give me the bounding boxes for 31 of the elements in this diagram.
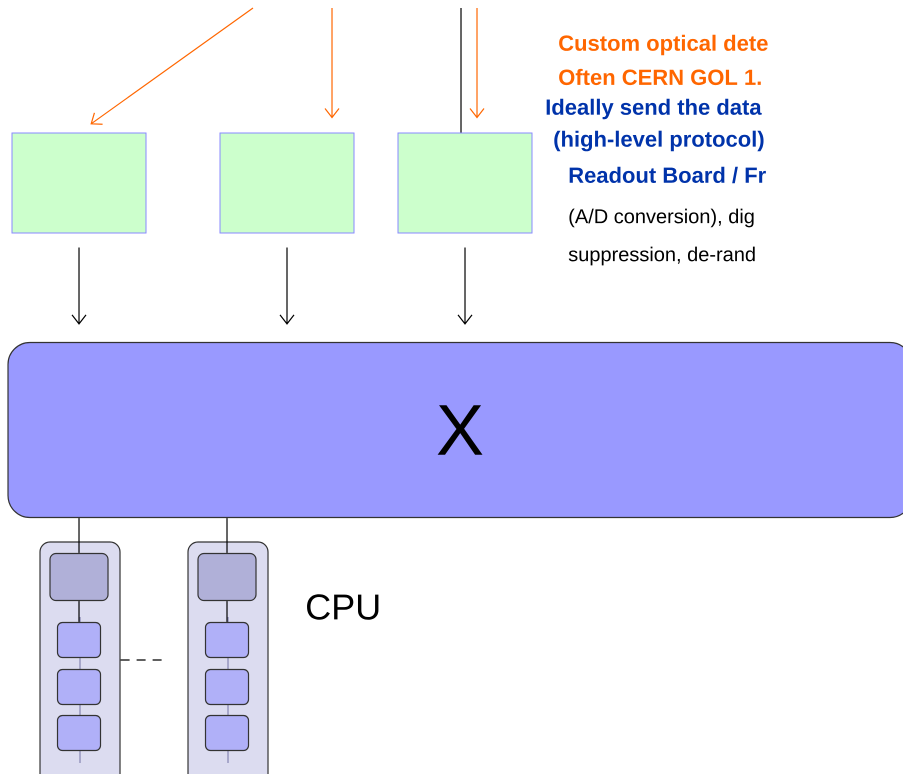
connector-line: [460, 8, 462, 132]
core-box: [204, 714, 250, 752]
core-box: [204, 622, 250, 658]
readout-board-box: [398, 132, 532, 234]
arrow: [72, 248, 86, 325]
heading-text: Custom optical dete: [559, 34, 768, 56]
body-text: (A/D conversion), dig: [569, 208, 754, 228]
arrow: [280, 248, 294, 325]
core-box: [56, 668, 102, 706]
heading-text: (high-level protocol): [554, 130, 764, 152]
arrow: [458, 248, 472, 325]
heading-text: Often CERN GOL 1.: [559, 68, 761, 86]
connector-line: [226, 518, 228, 553]
arrow: [470, 8, 484, 118]
core-box: [204, 668, 250, 706]
body-text: suppression, de-rand: [568, 246, 755, 266]
connector-line: [78, 601, 80, 622]
readout-board-box: [220, 132, 354, 234]
connector-line: [226, 601, 228, 622]
connector-line: [78, 518, 80, 553]
switch-box: X: [7, 342, 903, 518]
arrow: [90, 8, 254, 125]
arrow: [324, 8, 340, 118]
cpu-label: CPU: [307, 594, 378, 620]
readout-board-box: [12, 132, 146, 234]
core-box: [56, 714, 102, 752]
processor-box: [49, 552, 109, 602]
core-box: [56, 622, 102, 658]
heading-text: Readout Board / Fr: [570, 166, 766, 184]
heading-text: Ideally send the data: [546, 98, 762, 120]
processor-box: [197, 552, 257, 602]
